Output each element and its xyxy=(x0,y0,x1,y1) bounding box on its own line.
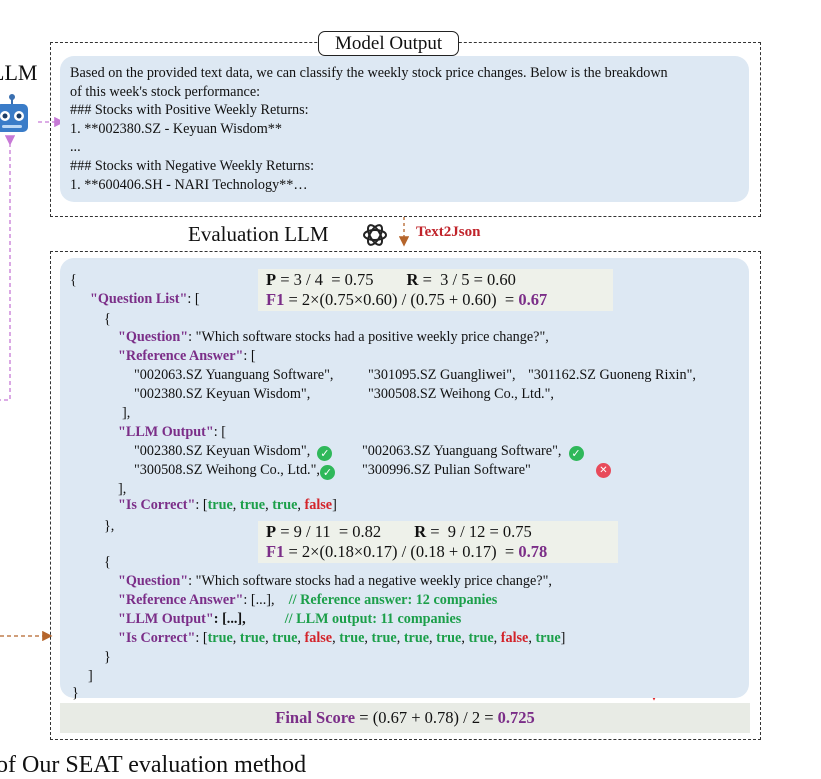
code-brace: { xyxy=(104,554,111,570)
q1-ref-item: "300508.SZ Weihong Co., Ltd.", xyxy=(368,386,554,402)
q1-correct-line: "Is Correct": [true, true, true, false] xyxy=(118,497,337,513)
check-icon: ✓ xyxy=(319,465,335,480)
code-question-list: "Question List": [ xyxy=(90,291,200,307)
side-llm-label: LLM xyxy=(0,60,38,85)
robot-icon xyxy=(0,94,28,132)
text2json-label: Text2Json xyxy=(416,224,481,240)
model-output-text: Based on the provided text data, we can … xyxy=(70,64,668,194)
q2-ref-line: "Reference Answer": [...], // Reference … xyxy=(118,592,498,608)
f1-value-2: 0.78 xyxy=(518,542,548,561)
check-icon: ✓ xyxy=(568,446,584,461)
model-output-title: Model Output xyxy=(318,31,460,56)
precision-1: = 3 / 4 = 0.75 xyxy=(280,270,374,289)
code-close-bracket: ], xyxy=(118,481,127,497)
q1-llm-item: "300996.SZ Pulian Software" xyxy=(362,462,531,478)
output-line: of this week's stock performance: xyxy=(70,83,261,100)
q2-question-line: "Question": "Which software stocks had a… xyxy=(118,573,552,589)
f1-expr-1: = 2×(0.75×0.60) / (0.75 + 0.60) = xyxy=(284,290,519,309)
code-close-bracket: ], xyxy=(122,405,131,421)
q1-llm-item: "002063.SZ Yuanguang Software", ✓ xyxy=(362,442,584,461)
code-open-brace: { xyxy=(70,272,77,288)
q1-ref-item: "002063.SZ Yuanguang Software", xyxy=(134,367,334,383)
q1-llm-item: "300508.SZ Weihong Co., Ltd.",✓ xyxy=(134,461,335,480)
q1-ref-item: "301095.SZ Guangliwei", xyxy=(368,367,516,383)
output-line: Based on the provided text data, we can … xyxy=(70,65,668,81)
output-line: ### Stocks with Positive Weekly Returns: xyxy=(70,102,309,119)
cross-icon: ✕ xyxy=(596,463,611,478)
code-brace: { xyxy=(104,311,111,327)
code-close-brace: } xyxy=(72,685,79,701)
q2-llm-line: "LLM Output": [...], // LLM output: 11 c… xyxy=(118,611,462,627)
evaluation-box xyxy=(50,251,761,740)
q1-ref-item: "002380.SZ Keyuan Wisdom", xyxy=(134,386,311,402)
q1-ref-item: "301162.SZ Guoneng Rixin", xyxy=(528,367,696,383)
final-score-label: Final Score xyxy=(275,708,356,727)
recall-1: = 3 / 5 = 0.60 xyxy=(422,270,516,289)
output-line: ... xyxy=(70,139,81,156)
f1-expr-2: = 2×(0.18×0.17) / (0.18 + 0.17) = xyxy=(284,542,519,561)
q2-correct-line: "Is Correct": [true, true, true, false, … xyxy=(118,630,566,646)
evaluation-title: Evaluation LLM xyxy=(188,222,329,246)
code-close-bracket: ] xyxy=(88,668,93,684)
code-close-brace: }, xyxy=(104,518,115,534)
code-close-brace: } xyxy=(104,649,111,665)
q1-llm-item: "002380.SZ Keyuan Wisdom", ✓ xyxy=(134,442,333,461)
model-output-panel xyxy=(60,56,749,202)
output-line: 1. **002380.SZ - Keyuan Wisdom** xyxy=(70,120,282,137)
recall-2: = 9 / 12 = 0.75 xyxy=(430,522,532,541)
final-score: Final Score = (0.67 + 0.78) / 2 = 0.725 xyxy=(60,703,750,733)
openai-logo-icon xyxy=(363,224,387,246)
q1-ref-key-line: "Reference Answer": [ xyxy=(118,348,256,364)
final-score-value: 0.725 xyxy=(497,708,535,727)
metrics-box-1: P = 3 / 4 = 0.75 R = 3 / 5 = 0.60 F1 = 2… xyxy=(258,269,613,311)
final-score-expr: = (0.67 + 0.78) / 2 = xyxy=(355,708,498,727)
q1-llm-key-line: "LLM Output": [ xyxy=(118,424,226,440)
output-line: ### Stocks with Negative Weekly Returns: xyxy=(70,157,315,174)
evaluation-panel xyxy=(60,258,749,698)
output-line: 1. **600406.SH - NARI Technology**… xyxy=(70,176,308,193)
check-icon: ✓ xyxy=(317,446,333,461)
metrics-box-2: P = 9 / 11 = 0.82 R = 9 / 12 = 0.75 F1 =… xyxy=(258,521,618,563)
q1-question-line: "Question": "Which software stocks had a… xyxy=(118,329,549,345)
f1-value-1: 0.67 xyxy=(518,290,548,309)
caption: of Our SEAT evaluation method xyxy=(0,752,307,778)
precision-2: = 9 / 11 = 0.82 xyxy=(280,522,382,541)
